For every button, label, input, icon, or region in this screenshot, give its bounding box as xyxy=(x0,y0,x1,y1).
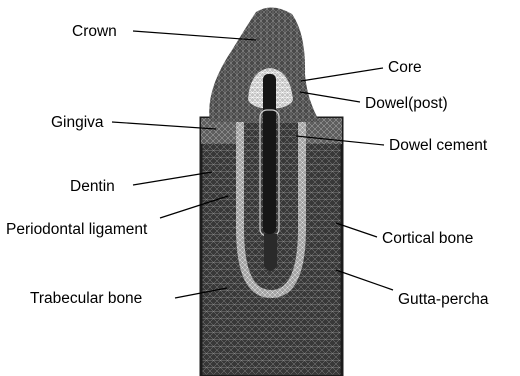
label-core: Core xyxy=(388,59,422,76)
label-cortical-bone: Cortical bone xyxy=(382,230,473,247)
label-periodontal-ligament: Periodontal ligament xyxy=(6,221,148,238)
gutta-percha-region xyxy=(264,234,277,271)
leader-core xyxy=(301,68,383,81)
label-crown: Crown xyxy=(72,23,117,40)
label-dowel-post: Dowel(post) xyxy=(365,95,448,112)
label-trabecular-bone: Trabecular bone xyxy=(30,290,142,307)
leader-gutta-percha xyxy=(336,270,393,290)
label-gutta-percha: Gutta-percha xyxy=(398,291,489,308)
label-gingiva: Gingiva xyxy=(51,114,104,131)
leader-crown xyxy=(133,31,256,40)
label-dentin: Dentin xyxy=(70,178,115,195)
label-dowel-cement: Dowel cement xyxy=(389,137,488,154)
dowel-post xyxy=(263,74,276,234)
